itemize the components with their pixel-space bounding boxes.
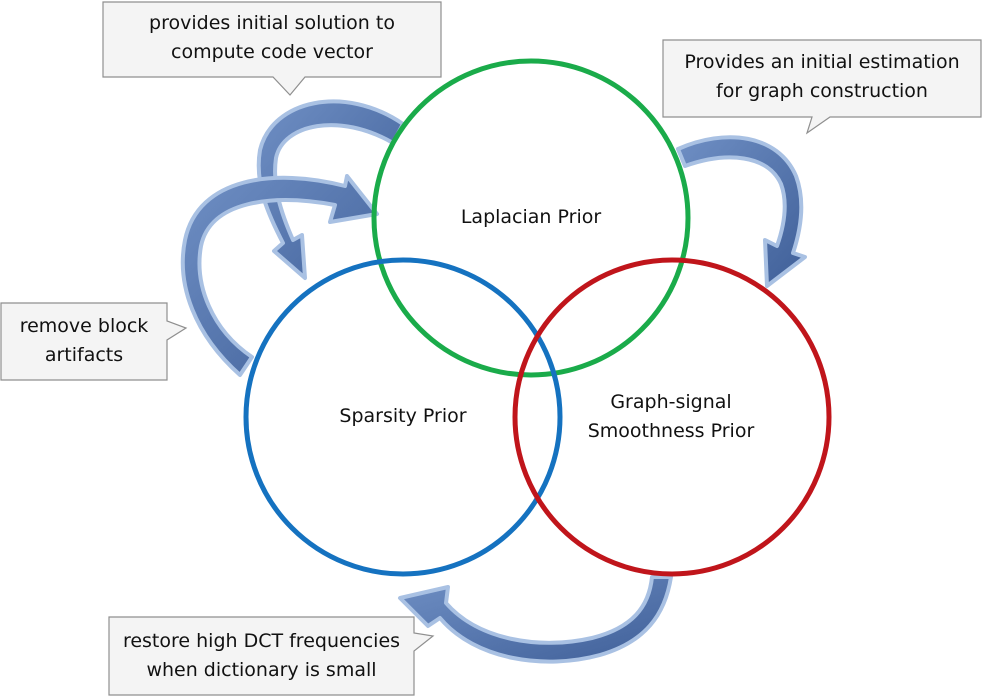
callout-graph-estimation-bubble — [662, 39, 982, 135]
sparsity-prior-label: Sparsity Prior — [303, 402, 503, 431]
smoothness-prior-label: Graph-signal Smoothness Prior — [561, 388, 781, 446]
callout-code-vector: provides initial solution to compute cod… — [103, 9, 441, 67]
callout-dct-frequencies-line2: when dictionary is small — [146, 659, 377, 681]
callout-graph-estimation: Provides an initial estimation for graph… — [663, 48, 981, 106]
sparsity-prior-text: Sparsity Prior — [339, 405, 467, 427]
callout-block-artifacts-line1: remove block — [19, 315, 149, 337]
callout-block-artifacts-line2: artifacts — [44, 344, 124, 366]
laplacian-prior-circle — [371, 58, 691, 378]
callout-block-artifacts: remove block artifacts — [1, 312, 167, 370]
smoothness-prior-circle — [512, 257, 832, 577]
callout-dct-frequencies: restore high DCT frequencies when dictio… — [109, 627, 414, 685]
callout-graph-estimation-line1: Provides an initial estimation — [684, 51, 960, 73]
arrow-dct-frequencies-icon — [398, 575, 673, 664]
sparsity-prior-circle — [243, 257, 563, 577]
callout-dct-frequencies-line1: restore high DCT frequencies — [122, 630, 401, 652]
smoothness-prior-line1: Graph-signal — [610, 391, 732, 413]
laplacian-prior-label: Laplacian Prior — [431, 203, 631, 232]
callout-graph-estimation-line2: for graph construction — [716, 80, 928, 102]
arrow-graph-construction-icon — [676, 135, 807, 288]
callout-block-artifacts-bubble — [0, 302, 188, 381]
callout-code-vector-bubble — [102, 1, 442, 96]
callout-code-vector-line2: compute code vector — [171, 41, 373, 63]
callout-code-vector-line1: provides initial solution to — [149, 12, 395, 34]
smoothness-prior-line2: Smoothness Prior — [587, 420, 755, 442]
arrow-block-artifacts-icon — [180, 174, 379, 377]
callout-dct-frequencies-bubble — [108, 616, 435, 696]
arrow-code-vector-icon — [256, 99, 405, 280]
laplacian-prior-text: Laplacian Prior — [460, 206, 602, 228]
